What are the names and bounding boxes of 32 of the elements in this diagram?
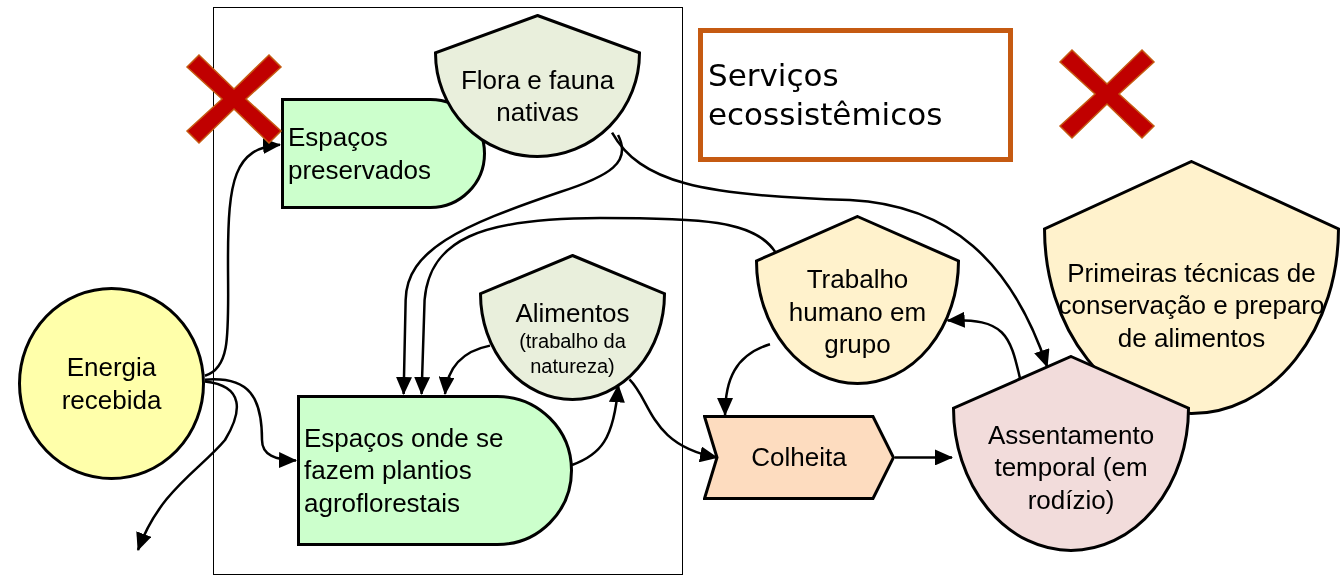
node-label: Alimentos — [515, 296, 630, 330]
node-label: (trabalho da natureza) — [518, 329, 627, 380]
consumer-shape — [434, 14, 641, 158]
chevron-shape — [703, 415, 895, 500]
storage-tank-shape — [281, 98, 486, 209]
arrow — [717, 343, 771, 416]
arrow — [946, 312, 1022, 379]
arrow — [204, 139, 281, 377]
arrow — [204, 378, 297, 468]
node-label: Trabalho humano em grupo — [787, 263, 928, 361]
consumer-shape — [479, 254, 666, 401]
consumer-shape — [952, 355, 1190, 552]
consumer-shape — [755, 215, 960, 385]
text-box — [698, 28, 1013, 162]
node-label: Assentamento temporal (em rodízio) — [986, 418, 1156, 517]
storage-tank-shape — [297, 395, 573, 546]
arrow — [895, 449, 953, 466]
node-label: Espaços onde se fazem plantios agroflorestais — [304, 421, 505, 520]
node-label: Primeiras técnicas de conservação e preparo de alimentos — [1057, 256, 1326, 355]
frame-box — [213, 7, 683, 575]
node-label: Colheita — [751, 441, 847, 474]
arrow — [571, 384, 625, 467]
node-label: Energia recebida — [60, 351, 163, 416]
arrow — [439, 344, 491, 395]
source-circle — [18, 287, 205, 480]
node-label: Flora e fauna nativas — [459, 63, 616, 129]
arrow — [396, 134, 624, 395]
arrow — [136, 380, 238, 551]
node-label: Serviços ecossistêmicos — [708, 56, 944, 134]
arrow — [414, 216, 777, 395]
arrow — [611, 131, 1049, 368]
node-label: Espaços preservados — [288, 121, 433, 186]
